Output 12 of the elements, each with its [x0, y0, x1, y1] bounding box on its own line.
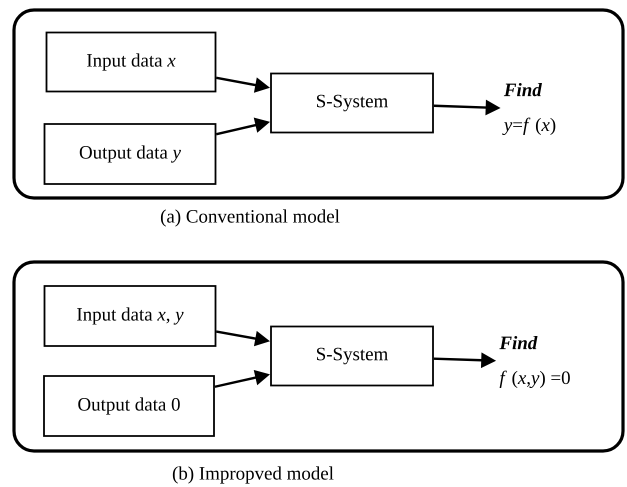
panel-label: (a) Conventional model	[160, 209, 340, 227]
process-box: Input data x	[46, 32, 216, 92]
panel	[12, 260, 625, 453]
result-text: Find y=f (x)	[502, 82, 556, 136]
process-box: Input data x, y	[44, 285, 216, 347]
result-text: Find f (x,y) =0	[499, 336, 570, 388]
panel	[12, 8, 625, 200]
process-box: S-System	[270, 326, 434, 386]
process-box: Output data 0	[43, 375, 215, 437]
panel-label: (b) Impropved model	[172, 466, 334, 484]
process-box: S-System	[270, 72, 434, 134]
process-box: Output data y	[44, 123, 216, 185]
